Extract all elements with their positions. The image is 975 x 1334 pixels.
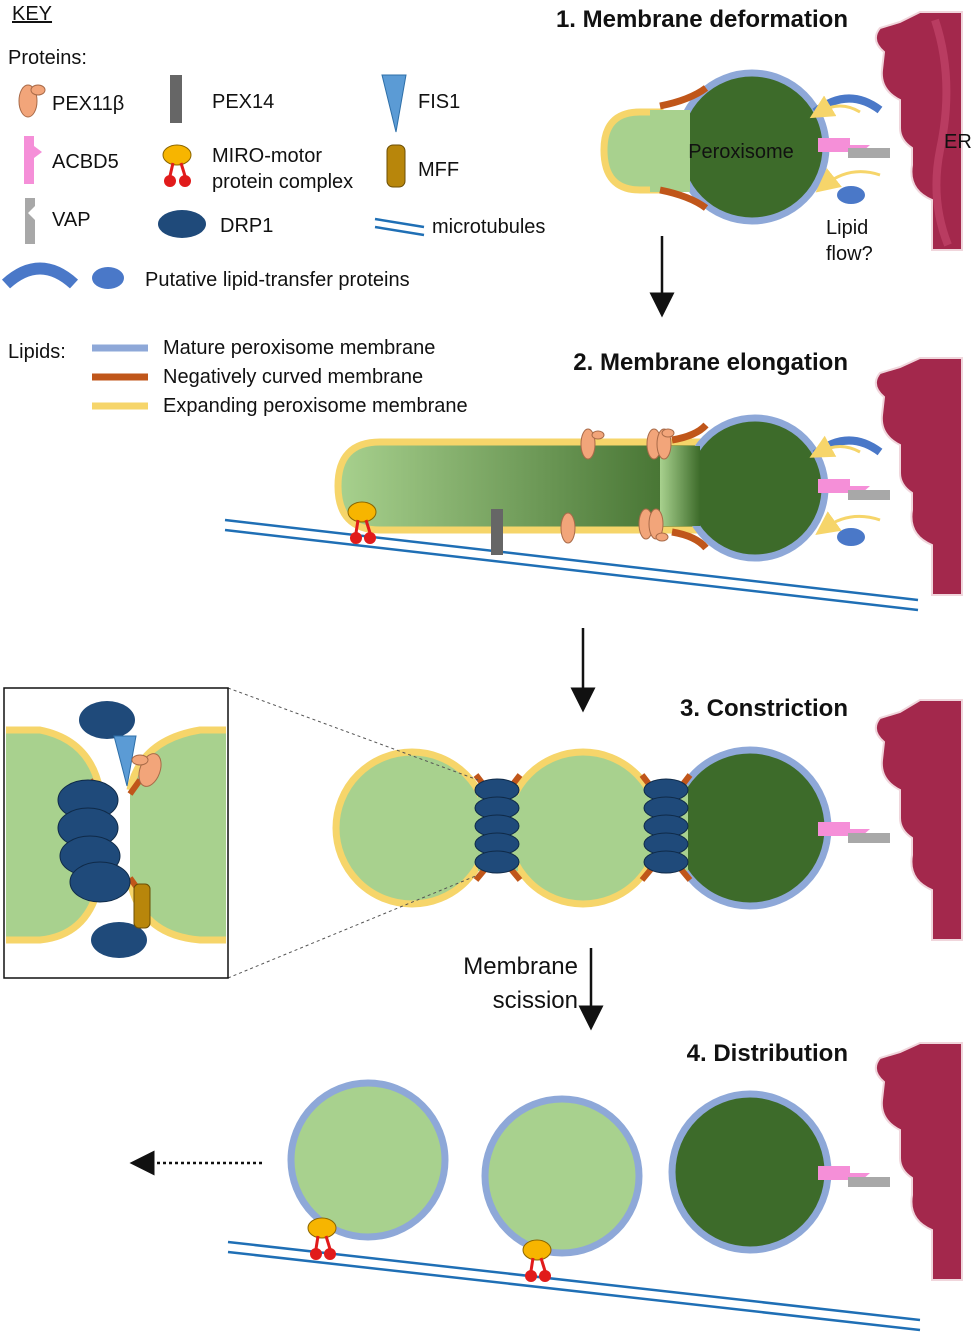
fis1-key-label: FIS1 — [418, 91, 460, 113]
key-title: KEY — [12, 3, 52, 25]
pex14-key-label: PEX14 — [212, 91, 274, 113]
mature-membrane-key-label: Mature peroxisome membrane — [163, 337, 435, 359]
lipid-transfer-oval-icon — [92, 267, 124, 289]
mff-icon — [386, 144, 406, 188]
lipid-transfer-key-label: Putative lipid-transfer proteins — [145, 269, 410, 291]
drp1-inset-stack — [57, 779, 131, 903]
pex11b-key-label: PEX11β — [52, 93, 124, 115]
mff-key-label: MFF — [418, 159, 459, 181]
step1-heading: 1. Membrane deformation — [556, 6, 848, 33]
vap-step1 — [848, 148, 890, 158]
curved-membrane-key-label: Negatively curved membrane — [163, 366, 423, 388]
drp1-icon — [158, 210, 206, 238]
microtubule-step2-a — [224, 518, 919, 602]
scission-label-2: scission — [493, 987, 578, 1014]
lipid-transfer-oval-step2 — [837, 528, 865, 546]
peroxisome-step3 — [668, 746, 832, 910]
microtubules-icon — [374, 217, 425, 237]
step1-membrane-deformation: 1. Membrane deformation ER Peroxisome Li… — [556, 6, 972, 265]
er-step3 — [874, 699, 963, 941]
constriction-inset — [3, 687, 229, 979]
scission-label-1: Membrane — [463, 953, 578, 980]
er-step2 — [874, 357, 963, 596]
lipid-transfer-arc-icon — [1, 262, 79, 289]
expanding-membrane-key-label: Expanding peroxisome membrane — [163, 395, 468, 417]
step2-membrane-elongation: 2. Membrane elongation — [224, 349, 963, 612]
peroxisome-step4-b — [481, 1095, 643, 1257]
pex14-icon — [170, 75, 182, 123]
miro-step2 — [347, 501, 377, 544]
acbd5-step4 — [818, 1166, 870, 1180]
peroxisome-step4-a — [287, 1079, 449, 1241]
pex11b-icon — [18, 84, 46, 118]
drp1-ring-2 — [643, 778, 689, 874]
peroxisome-step4-c — [668, 1090, 832, 1254]
miro-key-label-1: MIRO-motor — [212, 145, 322, 167]
vap-key-label: VAP — [52, 209, 91, 231]
lipids-label: Lipids: — [8, 341, 66, 363]
vap-step2 — [848, 490, 890, 500]
microtubule-step4-b — [227, 1250, 921, 1332]
acbd5-step2 — [818, 479, 870, 493]
microtubule-step2-b — [224, 528, 919, 612]
step4-distribution: 4. Distribution — [129, 1040, 963, 1332]
vap-step3 — [848, 833, 890, 843]
miro-key-label-2: protein complex — [212, 171, 353, 193]
mff-inset — [133, 883, 151, 929]
fis1-inset — [113, 735, 137, 787]
microtubule-step4-a — [227, 1240, 921, 1322]
drp1-ring-1 — [474, 778, 520, 874]
step3-constriction: 3. Constriction — [3, 687, 963, 979]
drp1-inset-bottom — [91, 922, 147, 958]
acbd5-step3 — [818, 822, 870, 836]
pex11b-inset — [131, 753, 162, 787]
fis1-icon — [381, 74, 407, 133]
acbd5-key-label: ACBD5 — [52, 151, 119, 173]
miro-motor-icon — [162, 144, 192, 187]
lipid-flow-label-1: Lipid — [826, 217, 868, 239]
peroxisome-step2 — [681, 414, 829, 562]
step2-heading: 2. Membrane elongation — [573, 349, 848, 376]
proteins-label: Proteins: — [8, 47, 87, 69]
drp1-key-label: DRP1 — [220, 215, 273, 237]
key-panel: KEY Proteins: PEX11β PEX14 FIS1 ACBD5 MI… — [1, 3, 545, 417]
miro-step4-b — [522, 1239, 552, 1282]
vap-icon — [25, 198, 35, 244]
drp1-inset-top — [79, 701, 135, 739]
er-step1 — [874, 11, 963, 251]
peroxisome-label: Peroxisome — [688, 141, 794, 163]
acbd5-icon — [24, 136, 42, 184]
lipid-transfer-oval-step1 — [837, 186, 865, 204]
step3-heading: 3. Constriction — [680, 695, 848, 722]
vap-step4 — [848, 1177, 890, 1187]
er-step4 — [874, 1042, 963, 1281]
microtubules-key-label: microtubules — [432, 216, 545, 238]
lipid-flow-label-2: flow? — [826, 243, 873, 265]
pex14-step2 — [491, 509, 503, 555]
step4-heading: 4. Distribution — [687, 1040, 848, 1067]
er-label: ER — [944, 131, 972, 153]
pex11b-step2 — [560, 428, 675, 544]
miro-step4-a — [307, 1217, 337, 1260]
